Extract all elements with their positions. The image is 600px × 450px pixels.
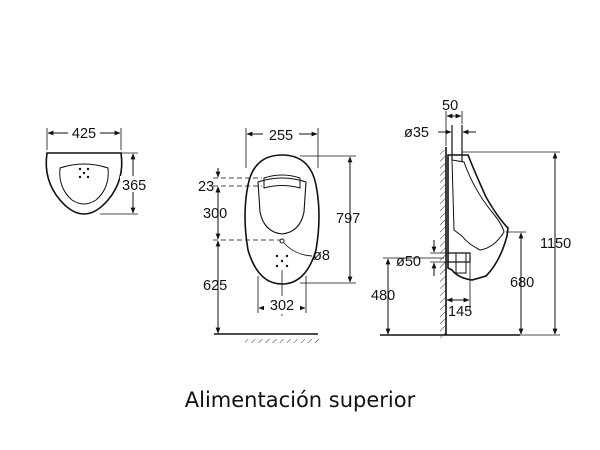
- front-view: [213, 128, 356, 335]
- front-view-floor-hatch: [245, 339, 319, 343]
- dim-side-outlet-height-label: 480: [371, 288, 395, 304]
- side-view-bowl-inner: [451, 159, 505, 251]
- front-view-bowl-outline: [257, 177, 307, 235]
- dim-front-drain-hole-label: ø8: [313, 248, 330, 264]
- front-view-fixing-hole: [279, 238, 285, 244]
- dim-side-height-label: 1150: [540, 236, 571, 252]
- dim-side-outlet-diameter-label: ø50: [396, 254, 421, 270]
- dim-front-fixing-width-label: 302: [270, 298, 294, 314]
- dim-side-inlet-offset-label: 50: [442, 98, 458, 114]
- front-view-drain-icon: [275, 254, 289, 268]
- dim-side-rim-height-label: 680: [510, 275, 534, 291]
- dim-front-height-label: 797: [336, 211, 360, 227]
- side-view-wall-hatch: [440, 150, 446, 338]
- dim-front-inlet-offset-label: 23: [198, 179, 214, 195]
- drawing-caption: Alimentación superior: [184, 388, 416, 412]
- dim-top-depth-label: 365: [122, 178, 146, 194]
- top-view-drain-icon: [78, 167, 90, 179]
- leader-o8: [283, 242, 313, 257]
- dim-front-top-width-label: 255: [269, 128, 293, 144]
- dim-side-projection-label: 145: [448, 304, 472, 320]
- dim-front-drain-height-label: 625: [203, 278, 227, 294]
- side-view: [380, 111, 560, 336]
- dim-side-inlet-diameter-label: ø35: [404, 125, 429, 141]
- side-view-body-outline: [447, 154, 509, 281]
- dim-front-inlet-drain-label: 300: [203, 206, 227, 222]
- side-view-outlet: [455, 252, 467, 274]
- dim-top-width-label: 425: [72, 126, 96, 142]
- front-view-body-outline: [244, 154, 320, 285]
- top-view-bowl-inner: [59, 163, 109, 205]
- top-view-bowl-outline: [45, 152, 123, 215]
- front-view-inlet: [263, 174, 301, 189]
